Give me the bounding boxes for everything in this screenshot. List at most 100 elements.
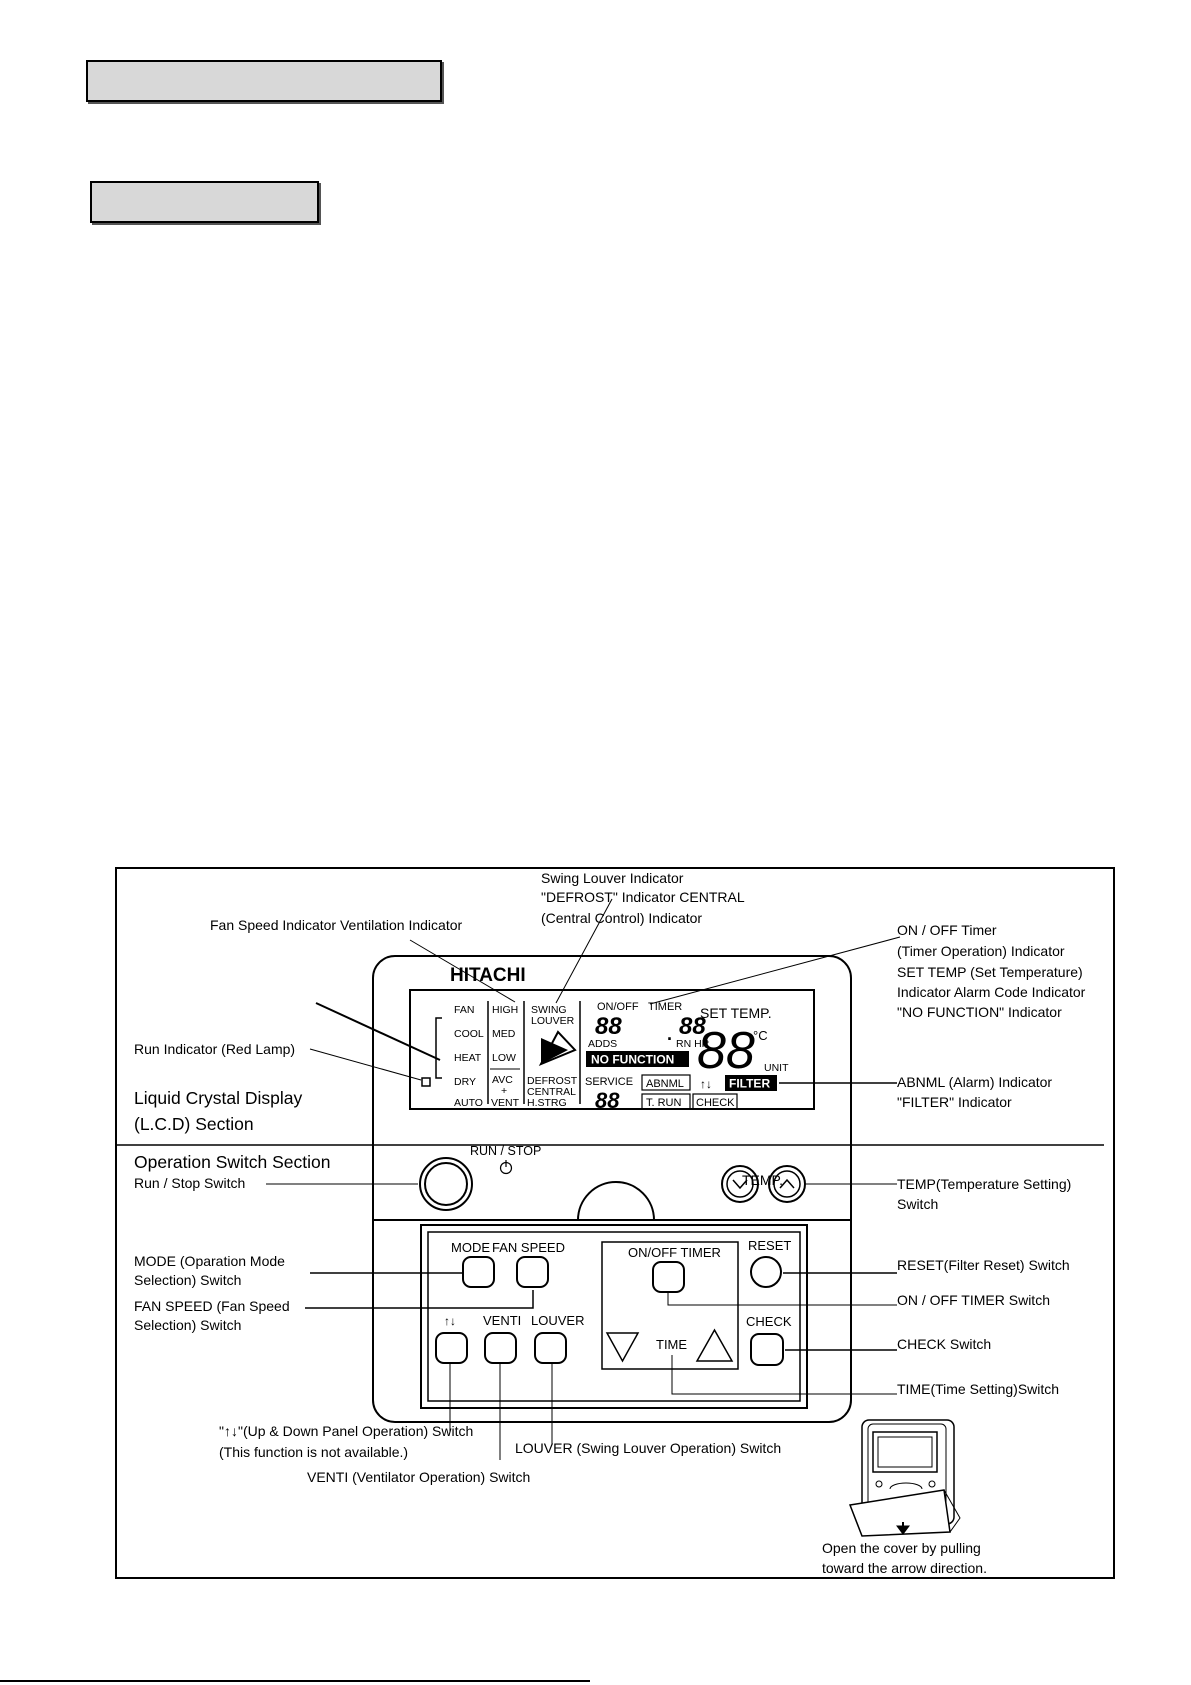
label-run-indicator: Run Indicator (Red Lamp) xyxy=(134,1041,295,1057)
fan-speed-label: FAN SPEED xyxy=(492,1240,565,1255)
label-swing-louver: Swing Louver Indicator xyxy=(541,870,684,886)
lcd-swing: SWING xyxy=(531,1004,567,1016)
label-run-stop-switch: Run / Stop Switch xyxy=(134,1175,245,1191)
label-fan-switch-2: Selection) Switch xyxy=(134,1317,241,1333)
lcd-abnml: ABNML xyxy=(646,1078,684,1090)
louver-button[interactable] xyxy=(534,1332,567,1364)
lcd-no-function: NO FUNCTION xyxy=(591,1053,674,1067)
label-fan-switch-1: FAN SPEED (Fan Speed xyxy=(134,1298,290,1314)
updown-label: ↑↓ xyxy=(444,1314,456,1328)
lcd-speed-high: HIGH xyxy=(492,1004,518,1016)
power-icon xyxy=(499,1160,513,1175)
controller-body xyxy=(372,955,852,1423)
label-check-switch: CHECK Switch xyxy=(897,1336,991,1352)
lcd-unit: UNIT xyxy=(764,1062,789,1074)
check-label: CHECK xyxy=(746,1314,792,1329)
lcd-plus: + xyxy=(501,1085,507,1097)
label-timer-3: SET TEMP (Set Temperature) xyxy=(897,964,1083,980)
lcd-speed-low: LOW xyxy=(492,1052,516,1064)
check-box xyxy=(692,1093,738,1110)
updown-button[interactable] xyxy=(435,1332,468,1364)
label-lcd-1: Liquid Crystal Display xyxy=(134,1088,303,1108)
mode-button[interactable] xyxy=(462,1256,495,1288)
time-up-button[interactable] xyxy=(695,1328,734,1362)
run-stop-button[interactable] xyxy=(419,1157,473,1211)
lcd-mode-cool: COOL xyxy=(454,1028,484,1040)
lcd-t-run: T. RUN xyxy=(646,1097,682,1109)
lcd-celsius: °C xyxy=(753,1028,768,1043)
run-lamp-icon xyxy=(421,1077,431,1087)
annotation-labels: Swing Louver Indicator "DEFROST" Indicat… xyxy=(134,870,1086,1576)
label-cover-2: toward the arrow direction. xyxy=(822,1560,987,1576)
lcd-hstrg: H.STRG xyxy=(527,1097,567,1109)
lcd-mode-list: FAN COOL HEAT DRY AUTO xyxy=(454,1004,484,1109)
check-button[interactable] xyxy=(750,1333,784,1366)
lcd-speed-med: MED xyxy=(492,1028,516,1040)
label-abnml-2: "FILTER" Indicator xyxy=(897,1094,1012,1110)
lcd-timer-area: ON/OFF TIMER 88 . 88 ADDS RN HR NO FUNCT… xyxy=(585,1001,789,1113)
header-box-2 xyxy=(90,181,319,223)
no-function-badge xyxy=(586,1051,689,1067)
lcd-arrows: ↑↓ xyxy=(700,1077,712,1091)
label-cover-1: Open the cover by pulling xyxy=(822,1540,981,1556)
label-time-switch: TIME(Time Setting)Switch xyxy=(897,1381,1059,1397)
label-timer-2: (Timer Operation) Indicator xyxy=(897,943,1065,959)
label-temp-switch-2: Switch xyxy=(897,1196,938,1212)
lcd-set-temp: SET TEMP. xyxy=(700,1005,772,1021)
label-reset-switch: RESET(Filter Reset) Switch xyxy=(897,1257,1070,1273)
lcd-timer: TIMER xyxy=(648,1001,682,1013)
time-label: TIME xyxy=(656,1337,687,1352)
lcd-service-digits: 88 xyxy=(595,1088,620,1113)
temp-up-button[interactable] xyxy=(768,1165,806,1203)
lcd-central: CENTRAL xyxy=(527,1086,576,1098)
lcd-defrost: DEFROST xyxy=(527,1075,578,1087)
lcd-swing-area: SWING LOUVER DEFROST CENTRAL H.STRG xyxy=(527,1004,578,1109)
lcd-rn-hr: RN HR xyxy=(676,1038,710,1050)
lcd-service: SERVICE xyxy=(585,1076,633,1088)
swing-fan-icon xyxy=(541,1038,568,1064)
run-stop-label: RUN / STOP xyxy=(470,1144,541,1158)
lcd-mode-auto: AUTO xyxy=(454,1097,483,1109)
on-off-timer-button[interactable] xyxy=(652,1261,685,1293)
lcd-vent: VENT xyxy=(491,1097,520,1109)
filter-badge xyxy=(725,1075,777,1091)
brand-logo: HITACHI xyxy=(450,965,526,986)
label-venti-switch: VENTI (Ventilator Operation) Switch xyxy=(307,1469,530,1485)
label-timer-4: Indicator Alarm Code Indicator xyxy=(897,984,1086,1000)
label-lcd-2: (L.C.D) Section xyxy=(134,1114,254,1134)
lcd-mode-fan: FAN xyxy=(454,1004,474,1016)
on-off-timer-label: ON/OFF TIMER xyxy=(628,1245,721,1260)
diagram-frame xyxy=(115,867,1115,1579)
venti-label: VENTI xyxy=(483,1313,521,1328)
reset-label: RESET xyxy=(748,1238,791,1253)
leader-lines xyxy=(266,898,901,1460)
label-louver-switch: LOUVER (Swing Louver Operation) Switch xyxy=(515,1440,781,1456)
label-mode-switch-2: Selection) Switch xyxy=(134,1272,241,1288)
header-box-1 xyxy=(86,60,442,102)
inner-panel-inner xyxy=(427,1231,801,1402)
louver-label: LOUVER xyxy=(531,1313,584,1328)
lcd-dot: . xyxy=(667,1024,672,1044)
temp-down-button[interactable] xyxy=(721,1165,759,1203)
fan-speed-button[interactable] xyxy=(516,1256,549,1288)
abnml-box xyxy=(641,1074,691,1091)
label-fan-speed-vent: Fan Speed Indicator Ventilation Indicato… xyxy=(210,917,463,933)
lcd-adds: ADDS xyxy=(588,1038,617,1050)
trun-box xyxy=(641,1093,691,1110)
reset-button[interactable] xyxy=(750,1256,782,1288)
label-op-section: Operation Switch Section xyxy=(134,1152,331,1172)
label-central-control: (Central Control) Indicator xyxy=(541,910,702,926)
label-abnml-1: ABNML (Alarm) Indicator xyxy=(897,1074,1052,1090)
swing-fan-icon-outline xyxy=(538,1030,577,1066)
label-timer-1: ON / OFF Timer xyxy=(897,922,997,938)
temp-label: TEMP. xyxy=(742,1172,783,1188)
lcd-mode-heat: HEAT xyxy=(454,1052,482,1064)
label-updown-1: "↑↓"(Up & Down Panel Operation) Switch xyxy=(219,1423,473,1439)
time-down-button[interactable] xyxy=(605,1332,640,1363)
venti-button[interactable] xyxy=(484,1332,517,1364)
lcd-on-off: ON/OFF xyxy=(597,1001,639,1013)
lcd-temp-digits: 88 xyxy=(697,1022,755,1080)
lcd-filter: FILTER xyxy=(729,1077,770,1091)
label-defrost-central: "DEFROST" Indicator CENTRAL xyxy=(541,889,745,905)
